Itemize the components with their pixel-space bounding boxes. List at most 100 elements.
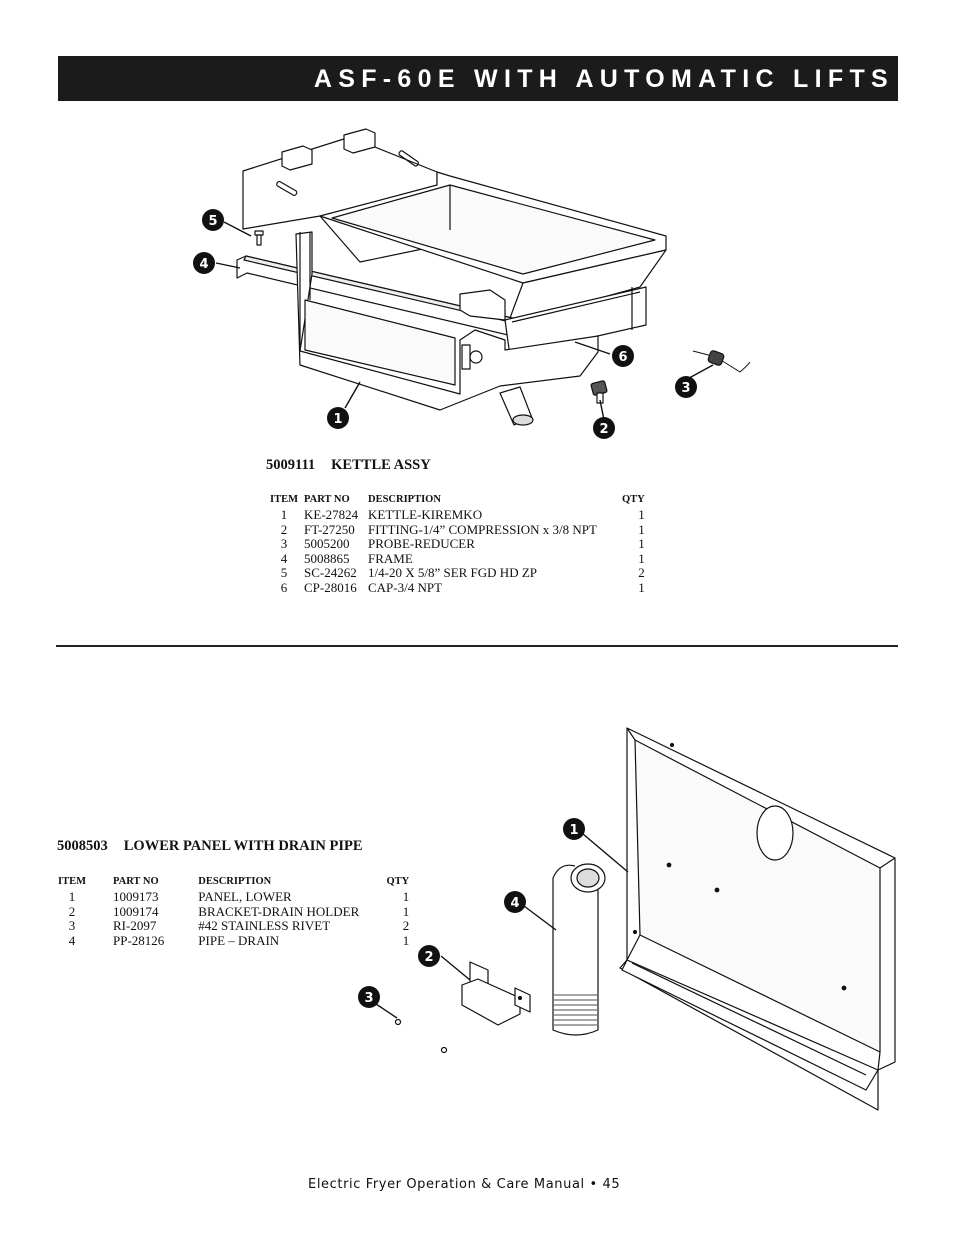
page-title: ASF-60E WITH AUTOMATIC LIFTS [313, 65, 894, 93]
part-no-cell: PP-28126 [113, 932, 165, 948]
lower-panel-title: 5008503 LOWER PANEL WITH DRAIN PIPE [57, 838, 363, 855]
table-row: 4 5008865 FRAME 1 [264, 550, 645, 567]
kettle-slot [276, 180, 298, 196]
description-cell: 1/4-20 X 5/8” SER FGD HD ZP [368, 565, 538, 581]
page-footer: Electric Fryer Operation & Care Manual •… [308, 1177, 621, 1192]
part-no-cell: RI-2097 [113, 918, 157, 934]
svg-text:2: 2 [424, 950, 433, 965]
svg-text:3: 3 [364, 991, 373, 1006]
lower-panel-drawing [375, 727, 896, 1111]
item-cell: 4 [68, 932, 76, 948]
svg-text:4: 4 [199, 257, 208, 272]
lower-panel-name: LOWER PANEL WITH DRAIN PIPE [123, 838, 363, 854]
lift-bracket [281, 145, 313, 171]
callout-3: 3 [358, 986, 380, 1008]
part-no-cell: SC-24262 [304, 565, 357, 581]
fitting-item-2 [590, 380, 608, 404]
callout-4: 4 [504, 891, 526, 913]
svg-text:6: 6 [618, 350, 627, 365]
panel-callouts: 1 4 2 3 [358, 818, 585, 1008]
qty-cell: 1 [638, 579, 645, 595]
svg-text:3: 3 [681, 381, 690, 396]
callout-4: 4 [193, 252, 215, 274]
table-row: 3 RI-2097 #42 STAINLESS RIVET 2 [55, 918, 410, 934]
kettle-assembly-name: KETTLE ASSY [331, 457, 431, 473]
column-header-qty: QTY [386, 876, 410, 888]
table-row: 2 1009174 BRACKET-DRAIN HOLDER 1 [55, 903, 410, 920]
table-row: 2 FT-27250 FITTING-1/4” COMPRESSION x 3/… [264, 521, 645, 538]
description-cell: KETTLE-KIREMKO [368, 507, 483, 522]
kettle-parts-table: ITEM PART NO DESCRIPTION QTY 1 KE-27824 … [264, 492, 645, 596]
probe-item-3 [692, 350, 751, 373]
qty-cell: 1 [638, 536, 645, 552]
column-header-part-no: PART NO [304, 494, 350, 506]
qty-cell: 2 [638, 565, 645, 581]
item-cell: 4 [280, 550, 288, 566]
table-row: 5 SC-24262 1/4-20 X 5/8” SER FGD HD ZP 2 [264, 566, 645, 581]
qty-cell: 1 [402, 932, 410, 948]
part-no-cell: 5008865 [304, 550, 350, 566]
column-header-description: DESCRIPTION [198, 876, 272, 888]
part-no-cell: 1009174 [113, 903, 159, 919]
item-cell: 1 [280, 507, 288, 522]
svg-text:2: 2 [599, 422, 608, 437]
panel-hole [756, 805, 794, 861]
lower-panel-parts-table: ITEM PART NO DESCRIPTION QTY 1 1009173 P… [55, 874, 409, 948]
qty-cell: 1 [402, 903, 410, 919]
description-cell: FITTING-1/4” COMPRESSION x 3/8 NPT [368, 521, 597, 537]
frame-side-rail [504, 286, 647, 357]
kettle-opening [331, 184, 656, 275]
section-divider [56, 645, 898, 647]
part-no-cell: 1009173 [113, 889, 159, 904]
column-header-item: ITEM [269, 494, 298, 506]
column-header-item: ITEM [57, 876, 86, 888]
callout-5: 5 [202, 209, 224, 231]
title-bar: ASF-60E WITH AUTOMATIC LIFTS [58, 56, 898, 101]
part-no-cell: CP-28016 [304, 579, 357, 595]
item-cell: 5 [280, 565, 288, 581]
svg-text:1: 1 [333, 412, 342, 427]
description-cell: FRAME [368, 550, 413, 566]
table-row: 4 PP-28126 PIPE – DRAIN 1 [55, 932, 410, 949]
qty-cell: 1 [402, 889, 410, 904]
description-cell: CAP-3/4 NPT [368, 579, 443, 595]
description-cell: PANEL, LOWER [198, 889, 292, 904]
item-cell: 2 [280, 521, 288, 537]
drain-holder-bracket-item-2 [461, 961, 531, 1026]
kettle-assembly-part-no: 5009111 [266, 457, 316, 473]
description-cell: #42 STAINLESS RIVET [198, 918, 331, 934]
svg-text:4: 4 [510, 896, 519, 911]
description-cell: PROBE-REDUCER [368, 536, 475, 552]
table-row: 1 1009173 PANEL, LOWER 1 [55, 889, 410, 905]
table-row: 1 KE-27824 KETTLE-KIREMKO 1 [264, 507, 645, 523]
item-cell: 3 [68, 918, 76, 934]
table-header-row: ITEM PART NO DESCRIPTION QTY [264, 492, 645, 508]
drain-pipe-item-4 [552, 863, 606, 1036]
callout-2: 2 [418, 945, 440, 967]
item-cell: 6 [280, 579, 288, 595]
callout-2: 2 [593, 417, 615, 439]
screw-item-5 [254, 230, 264, 246]
part-no-cell: FT-27250 [304, 521, 355, 537]
description-cell: BRACKET-DRAIN HOLDER [198, 903, 360, 919]
qty-cell: 1 [638, 507, 645, 522]
item-cell: 1 [68, 889, 76, 904]
lift-bracket [343, 128, 376, 154]
item-cell: 2 [68, 903, 76, 919]
qty-cell: 1 [638, 550, 645, 566]
part-no-cell: KE-27824 [304, 507, 359, 522]
part-no-cell: 5005200 [304, 536, 350, 552]
svg-text:5: 5 [208, 214, 217, 229]
rivet-item-3 [394, 1018, 448, 1054]
description-cell: PIPE – DRAIN [198, 932, 280, 948]
lower-panel-part-no: 5008503 [57, 838, 108, 854]
table-row: 3 5005200 PROBE-REDUCER 1 [264, 537, 645, 552]
column-header-qty: QTY [622, 494, 645, 506]
kettle-callouts: 5 4 6 3 1 2 [193, 209, 697, 439]
table-row: 6 CP-28016 CAP-3/4 NPT 1 [264, 579, 645, 596]
callout-3: 3 [675, 376, 697, 398]
qty-cell: 2 [402, 918, 410, 934]
item-cell: 3 [280, 536, 288, 552]
svg-text:1: 1 [569, 823, 578, 838]
kettle-slot [398, 150, 419, 167]
